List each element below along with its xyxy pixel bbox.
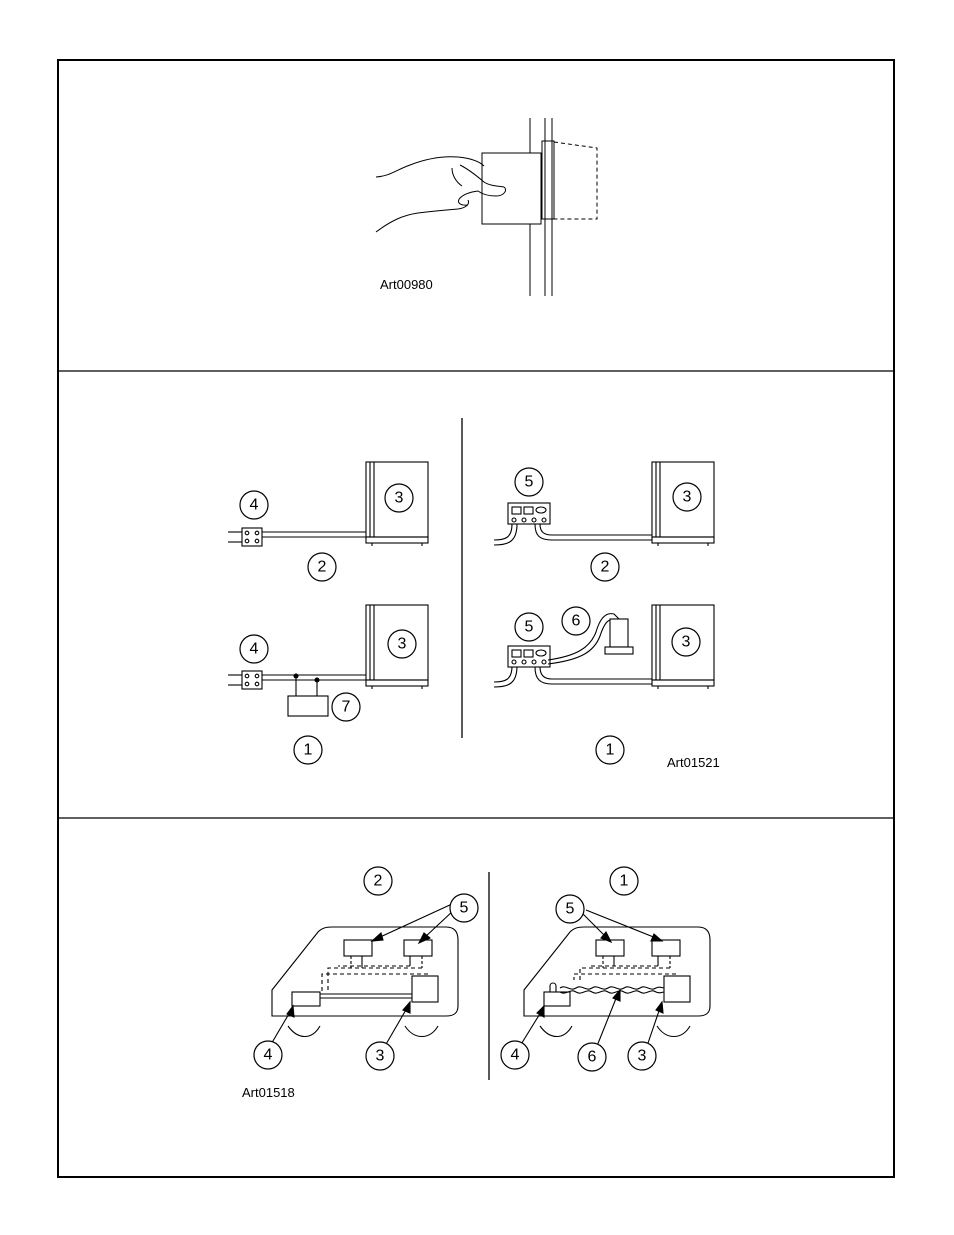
- svg-text:3: 3: [683, 489, 692, 506]
- callout-bot-6: 6: [577, 1042, 607, 1072]
- arrows-right-vehicle: [519, 909, 664, 1047]
- callout-mid-3d: 3: [671, 627, 701, 657]
- art-id-middle: Art01521: [667, 755, 720, 770]
- middle-callouts: 4 3 2 4 3 7 1 5 3 2 5 6 3 1: [239, 467, 702, 765]
- svg-text:3: 3: [638, 1048, 647, 1065]
- art-id-top: Art00980: [380, 277, 433, 292]
- vehicle-right: [523, 926, 711, 1038]
- svg-text:2: 2: [601, 559, 610, 576]
- callout-mid-6: 6: [561, 606, 591, 636]
- svg-text:2: 2: [318, 559, 327, 576]
- svg-text:1: 1: [606, 742, 615, 759]
- callout-mid-2b: 2: [590, 552, 620, 582]
- art-id-bottom: Art01518: [242, 1085, 295, 1100]
- svg-text:4: 4: [250, 641, 259, 658]
- svg-text:4: 4: [264, 1047, 273, 1064]
- callout-bot-5a: 5: [449, 893, 479, 923]
- callout-mid-4b: 4: [239, 634, 269, 664]
- svg-text:4: 4: [511, 1047, 520, 1064]
- svg-text:1: 1: [304, 742, 313, 759]
- svg-text:1: 1: [620, 873, 629, 890]
- svg-text:5: 5: [566, 901, 575, 918]
- callout-mid-3b: 3: [387, 629, 417, 659]
- svg-text:2: 2: [374, 873, 383, 890]
- callout-mid-5a: 5: [514, 467, 544, 497]
- callout-bot-1: 1: [609, 866, 639, 896]
- callout-bot-3a: 3: [365, 1041, 395, 1071]
- callout-mid-1a: 1: [293, 735, 323, 765]
- callout-bot-3b: 3: [627, 1041, 657, 1071]
- callout-mid-2a: 2: [307, 552, 337, 582]
- svg-text:6: 6: [572, 613, 581, 630]
- svg-text:4: 4: [250, 497, 259, 514]
- diagram-mid-right-upper: [493, 461, 715, 546]
- callout-bot-4a: 4: [253, 1040, 283, 1070]
- callout-mid-3a: 3: [384, 483, 414, 513]
- callout-mid-5b: 5: [514, 612, 544, 642]
- callout-bot-5b: 5: [555, 894, 585, 924]
- page-frame: [57, 59, 895, 1178]
- hand-card-illustration: [375, 118, 598, 296]
- callout-bot-2: 2: [363, 866, 393, 896]
- callout-bot-4b: 4: [500, 1040, 530, 1070]
- svg-text:5: 5: [525, 619, 534, 636]
- callout-mid-3c: 3: [672, 482, 702, 512]
- callout-mid-1b: 1: [595, 735, 625, 765]
- svg-text:3: 3: [376, 1048, 385, 1065]
- svg-text:3: 3: [395, 490, 404, 507]
- svg-text:5: 5: [525, 474, 534, 491]
- callout-mid-7: 7: [331, 692, 361, 722]
- svg-text:3: 3: [682, 634, 691, 651]
- arrows-left-vehicle: [269, 903, 455, 1047]
- bottom-callouts: 2 5 4 3 1 5 4 6 3: [253, 866, 657, 1072]
- svg-text:5: 5: [460, 900, 469, 917]
- svg-text:3: 3: [398, 636, 407, 653]
- svg-text:7: 7: [342, 699, 351, 716]
- vehicle-left: [271, 926, 459, 1038]
- svg-text:6: 6: [588, 1049, 597, 1066]
- callout-mid-4a: 4: [239, 490, 269, 520]
